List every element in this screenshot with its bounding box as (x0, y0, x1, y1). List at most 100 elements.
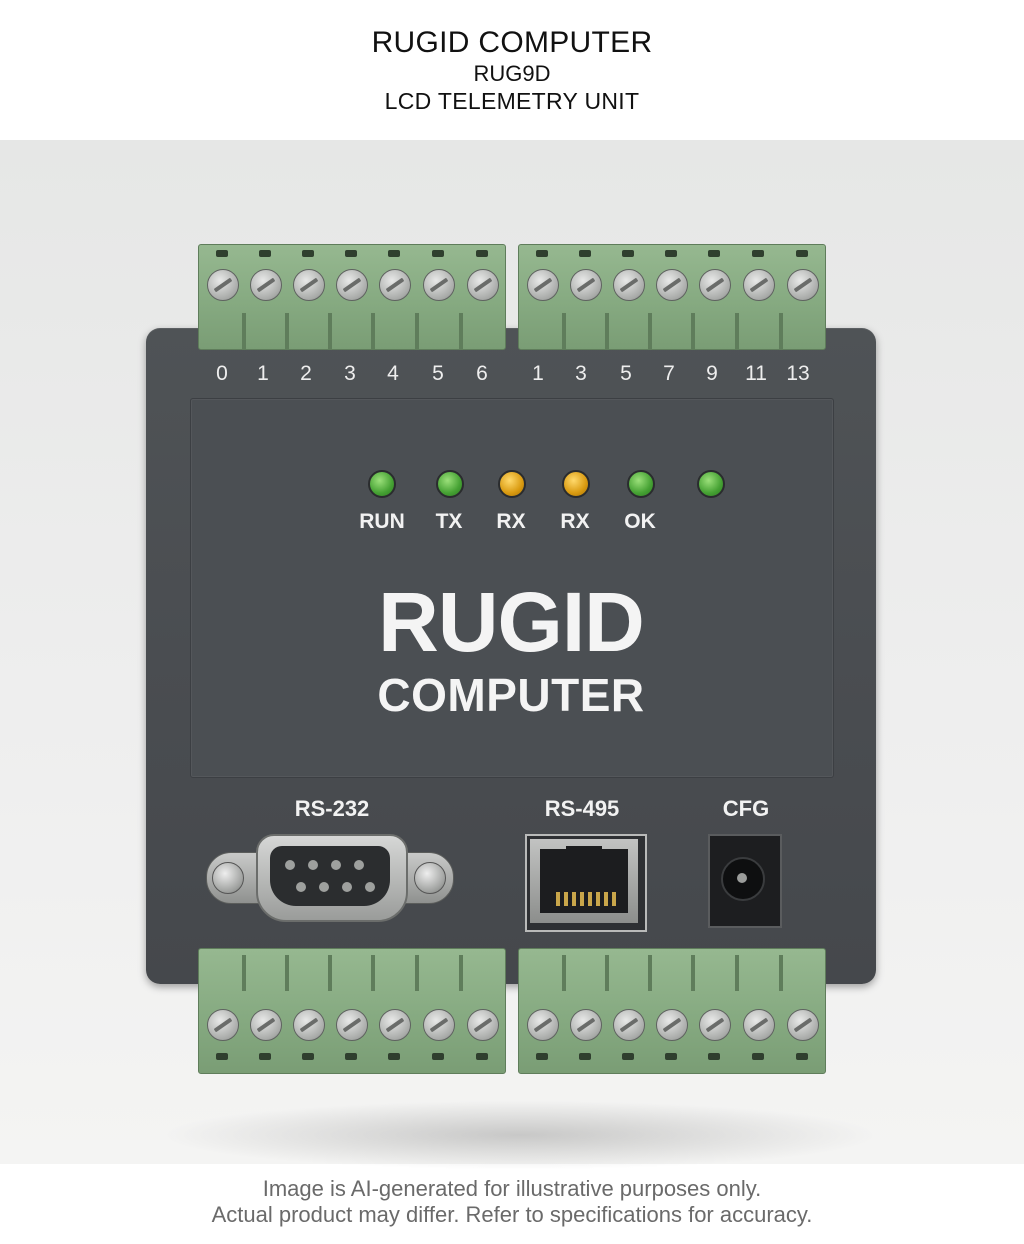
terminal-divider (562, 955, 566, 991)
terminal-wire-slot (345, 250, 357, 257)
led-label-tx: TX (435, 510, 463, 533)
terminal-wire-slot (259, 1053, 271, 1060)
terminal-wire-slot (622, 250, 634, 257)
terminal-wire-slot (388, 250, 400, 257)
terminal-wire-slot (796, 1053, 808, 1060)
terminal-screw-icon (467, 269, 499, 301)
led-label-rx1: RX (496, 510, 526, 533)
db9-pin (354, 860, 364, 870)
db9-pin (331, 860, 341, 870)
terminal-wire-slot (476, 250, 488, 257)
terminal-divider (691, 313, 695, 349)
terminal-wire-slot (345, 1053, 357, 1060)
terminal-screw-icon (613, 269, 645, 301)
db9-pin (342, 882, 352, 892)
terminal-label: 4 (387, 362, 399, 385)
terminal-screw-icon (656, 269, 688, 301)
terminal-divider (371, 313, 375, 349)
terminal-screw-icon (250, 269, 282, 301)
terminal-label: 3 (575, 362, 587, 385)
terminal-divider (735, 313, 739, 349)
terminal-divider (459, 313, 463, 349)
terminal-divider (648, 313, 652, 349)
led-rx2-indicator (562, 470, 590, 498)
rj45-pin (612, 892, 616, 906)
terminal-screw-icon (207, 1009, 239, 1041)
terminal-divider (328, 955, 332, 991)
terminal-wire-slot (216, 1053, 228, 1060)
terminal-wire-slot (216, 250, 228, 257)
terminal-wire-slot (388, 1053, 400, 1060)
terminal-wire-slot (708, 1053, 720, 1060)
terminal-wire-slot (665, 1053, 677, 1060)
terminal-screw-icon (207, 269, 239, 301)
terminal-wire-slot (796, 250, 808, 257)
terminal-label: 9 (706, 362, 718, 385)
db9-pin (296, 882, 306, 892)
terminal-screw-icon (787, 269, 819, 301)
terminal-screw-icon (527, 269, 559, 301)
terminal-divider (242, 955, 246, 991)
terminal-divider (691, 955, 695, 991)
led-label-run: RUN (359, 510, 405, 533)
terminal-screw-icon (656, 1009, 688, 1041)
terminal-screw-icon (699, 269, 731, 301)
product-model: RUG9D (473, 61, 551, 86)
terminal-wire-slot (536, 250, 548, 257)
terminal-label: 13 (786, 362, 810, 385)
terminal-wire-slot (622, 1053, 634, 1060)
terminal-screw-icon (423, 1009, 455, 1041)
terminal-block-top-left (198, 244, 506, 350)
led-label-rx2: RX (560, 510, 590, 533)
terminal-label: 1 (532, 362, 544, 385)
terminal-screw-icon (570, 1009, 602, 1041)
front-panel (190, 398, 834, 778)
terminal-wire-slot (752, 250, 764, 257)
db9-right-screw-icon (414, 862, 446, 894)
terminal-divider (562, 313, 566, 349)
terminal-wire-slot (259, 250, 271, 257)
product-description: LCD TELEMETRY UNIT (384, 88, 640, 114)
terminal-label: 2 (300, 362, 312, 385)
db9-face (270, 846, 390, 906)
led-extra-indicator (697, 470, 725, 498)
terminal-divider (605, 313, 609, 349)
terminal-wire-slot (752, 1053, 764, 1060)
terminal-divider (415, 313, 419, 349)
terminal-block-top-right (518, 244, 826, 350)
led-label-ok: OK (624, 510, 656, 533)
terminal-screw-icon (613, 1009, 645, 1041)
brand-logo-sub: COMPUTER (377, 669, 645, 721)
led-ok-indicator (627, 470, 655, 498)
terminal-label: 0 (216, 362, 228, 385)
terminal-screw-icon (423, 269, 455, 301)
device-shadow (160, 1100, 880, 1170)
rj45-pin (604, 892, 608, 906)
terminal-screw-icon (467, 1009, 499, 1041)
caption-header: RUGID COMPUTER RUG9D LCD TELEMETRY UNIT (0, 0, 1024, 140)
terminal-divider (459, 955, 463, 991)
terminal-wire-slot (579, 250, 591, 257)
terminal-label: 5 (432, 362, 444, 385)
db9-left-screw-icon (212, 862, 244, 894)
disclaimer: Image is AI-generated for illustrative p… (0, 1176, 1024, 1228)
terminal-screw-icon (570, 269, 602, 301)
terminal-screw-icon (250, 1009, 282, 1041)
terminal-screw-icon (379, 269, 411, 301)
terminal-divider (779, 955, 783, 991)
terminal-wire-slot (579, 1053, 591, 1060)
terminal-wire-slot (432, 250, 444, 257)
led-tx-indicator (436, 470, 464, 498)
terminal-wire-slot (302, 250, 314, 257)
terminal-wire-slot (302, 1053, 314, 1060)
terminal-divider (415, 955, 419, 991)
port-label-cfg: CFG (722, 796, 770, 821)
db9-pin (319, 882, 329, 892)
terminal-label: 11 (745, 362, 767, 385)
terminal-block-bottom-left (198, 948, 506, 1074)
terminal-screw-icon (527, 1009, 559, 1041)
terminal-block-bottom-right (518, 948, 826, 1074)
rj45-pin (588, 892, 592, 906)
terminal-label: 7 (663, 362, 675, 385)
terminal-label: 5 (620, 362, 632, 385)
